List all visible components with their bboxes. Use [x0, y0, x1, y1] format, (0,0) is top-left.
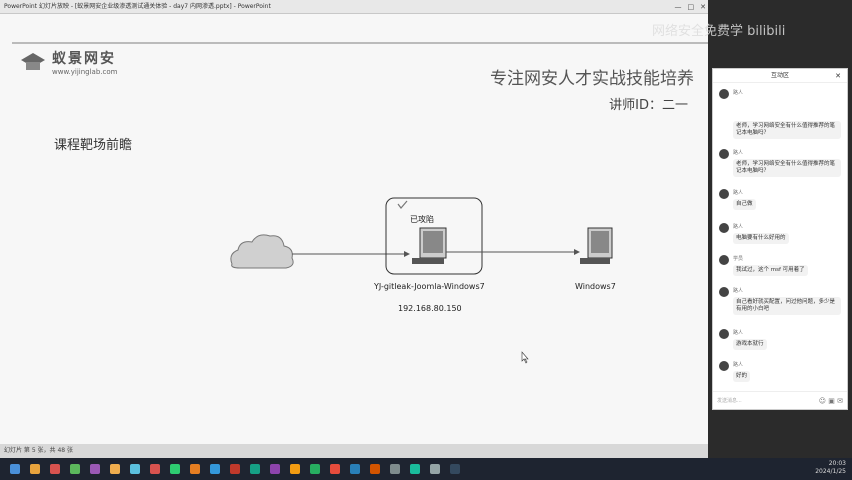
chat-input-placeholder: 发送消息... — [717, 398, 742, 404]
chat-bubble: 自己做 — [733, 199, 756, 210]
taskbar-app-icon[interactable] — [230, 464, 240, 474]
taskbar-app-icon[interactable] — [130, 464, 140, 474]
taskbar-app-icon[interactable] — [430, 464, 440, 474]
chat-user-name: 路人 — [733, 150, 744, 156]
taskbar-app-icon[interactable] — [250, 464, 260, 474]
avatar — [719, 223, 729, 233]
chat-user-name: 路人 — [733, 330, 744, 336]
mouse-cursor-icon — [521, 351, 529, 364]
taskbar-app-icon[interactable] — [330, 464, 340, 474]
window-titlebar: PowerPoint 幻灯片放映 - [蚁景网安企业级渗透测试通关体验 - da… — [0, 0, 708, 14]
taskbar-app-icon[interactable] — [370, 464, 380, 474]
slide-area: 蚁景网安 www.yijinglab.com 专注网安人才实战技能培养 讲师ID… — [0, 14, 708, 444]
avatar — [719, 189, 729, 199]
taskbar-app-icon[interactable] — [290, 464, 300, 474]
attacked-label: 已攻陷 — [410, 215, 434, 224]
chat-user-name: 路人 — [733, 362, 744, 368]
window-title: PowerPoint 幻灯片放映 - [蚁景网安企业级渗透测试通关体验 - da… — [4, 3, 271, 10]
taskbar-icons — [0, 464, 460, 474]
chat-title: 互动区 — [770, 72, 789, 79]
taskbar-app-icon[interactable] — [50, 464, 60, 474]
avatar — [719, 329, 729, 339]
taskbar-app-icon[interactable] — [110, 464, 120, 474]
taskbar-app-icon[interactable] — [90, 464, 100, 474]
chat-user-name: 路人 — [733, 224, 744, 230]
taskbar-app-icon[interactable] — [70, 464, 80, 474]
logo: 蚁景网安 www.yijinglab.com — [20, 48, 117, 76]
cloud-icon — [230, 234, 294, 269]
host2-label: Windows7 — [575, 282, 616, 291]
taskbar-app-icon[interactable] — [310, 464, 320, 474]
taskbar-app-icon[interactable] — [10, 464, 20, 474]
taskbar-app-icon[interactable] — [190, 464, 200, 474]
network-diagram — [230, 197, 613, 364]
computer-icon — [580, 227, 613, 264]
chat-bubble: 游戏本就行 — [733, 339, 767, 350]
chat-bubble: 自己看好就买配置，问过他问题，多少是有用的小白吧 — [733, 297, 841, 315]
slide[interactable]: 蚁景网安 www.yijinglab.com 专注网安人才实战技能培养 讲师ID… — [0, 14, 708, 444]
chat-bubble: 好的 — [733, 371, 751, 382]
taskbar-app-icon[interactable] — [30, 464, 40, 474]
minimize-button[interactable]: — — [674, 3, 682, 11]
avatar — [719, 287, 729, 297]
taskbar-app-icon[interactable] — [350, 464, 360, 474]
avatar — [719, 255, 729, 265]
status-bar: 幻灯片 第 5 张，共 48 张 — [0, 444, 708, 458]
chat-close-icon[interactable]: ✕ — [835, 72, 841, 80]
chat-user-name: 路人 — [733, 90, 744, 96]
slide-tagline: 专注网安人才实战技能培养 — [490, 69, 694, 89]
chat-user-name: 学员 — [733, 256, 744, 262]
chat-bubble: 老师，学习网络安全有什么值得推荐的笔记本电脑吗？ — [733, 121, 841, 139]
chat-input[interactable]: 发送消息... ☺ ▣ ✉ — [713, 391, 847, 409]
chat-user-name: 路人 — [733, 288, 744, 294]
section-title: 课程靶场前瞻 — [54, 138, 133, 153]
taskbar-app-icon[interactable] — [210, 464, 220, 474]
host1-ip: 192.168.80.150 — [398, 304, 462, 313]
taskbar-app-icon[interactable] — [410, 464, 420, 474]
taskbar-app-icon[interactable] — [270, 464, 280, 474]
chat-user-name: 路人 — [733, 190, 744, 196]
watermark: 网络安全免费学 bilibili — [652, 24, 786, 39]
close-button[interactable]: ✕ — [700, 3, 706, 11]
avatar — [719, 361, 729, 371]
avatar — [719, 89, 729, 99]
clock-date: 2024/1/25 — [815, 468, 846, 475]
logo-name: 蚁景网安 — [52, 51, 116, 67]
taskbar-app-icon[interactable] — [450, 464, 460, 474]
taskbar-app-icon[interactable] — [390, 464, 400, 474]
avatar — [719, 149, 729, 159]
chat-bubble: 老师，学习网络安全有什么值得推荐的笔记本电脑吗？ — [733, 159, 841, 177]
arrowhead-1 — [404, 251, 410, 257]
system-clock: 20:03 2024/1/25 — [815, 460, 846, 476]
chat-bubble: 我试过，这个 msf 可用着了 — [733, 265, 808, 276]
arrowhead-2 — [574, 249, 580, 255]
check-icon — [397, 200, 408, 209]
maximize-button[interactable]: □ — [687, 3, 695, 11]
header-divider — [12, 42, 708, 44]
computer-icon — [412, 227, 447, 264]
taskbar-app-icon[interactable] — [150, 464, 160, 474]
slide-counter: 幻灯片 第 5 张，共 48 张 — [4, 447, 73, 454]
host1-label: YJ-gitleak-Joomla-Windows7 — [374, 282, 485, 291]
chat-panel: 互动区 ✕ 路人 老师，学习网络安全有什么值得推荐的笔记本电脑吗？ 路人 老师，… — [712, 68, 848, 410]
logo-url: www.yijinglab.com — [52, 68, 118, 76]
clock-time: 20:03 — [828, 460, 846, 467]
chat-header: 互动区 ✕ — [713, 69, 847, 83]
logo-icon — [21, 53, 45, 70]
taskbar-app-icon[interactable] — [170, 464, 180, 474]
taskbar: 20:03 2024/1/25 — [0, 458, 852, 480]
attacked-frame — [385, 197, 483, 275]
emoji-icon[interactable]: ☺ ▣ ✉ — [818, 397, 843, 405]
lecturer-id: 讲师ID：二一 — [609, 98, 688, 113]
chat-bubble: 电脑要有什么好用的 — [733, 233, 789, 244]
